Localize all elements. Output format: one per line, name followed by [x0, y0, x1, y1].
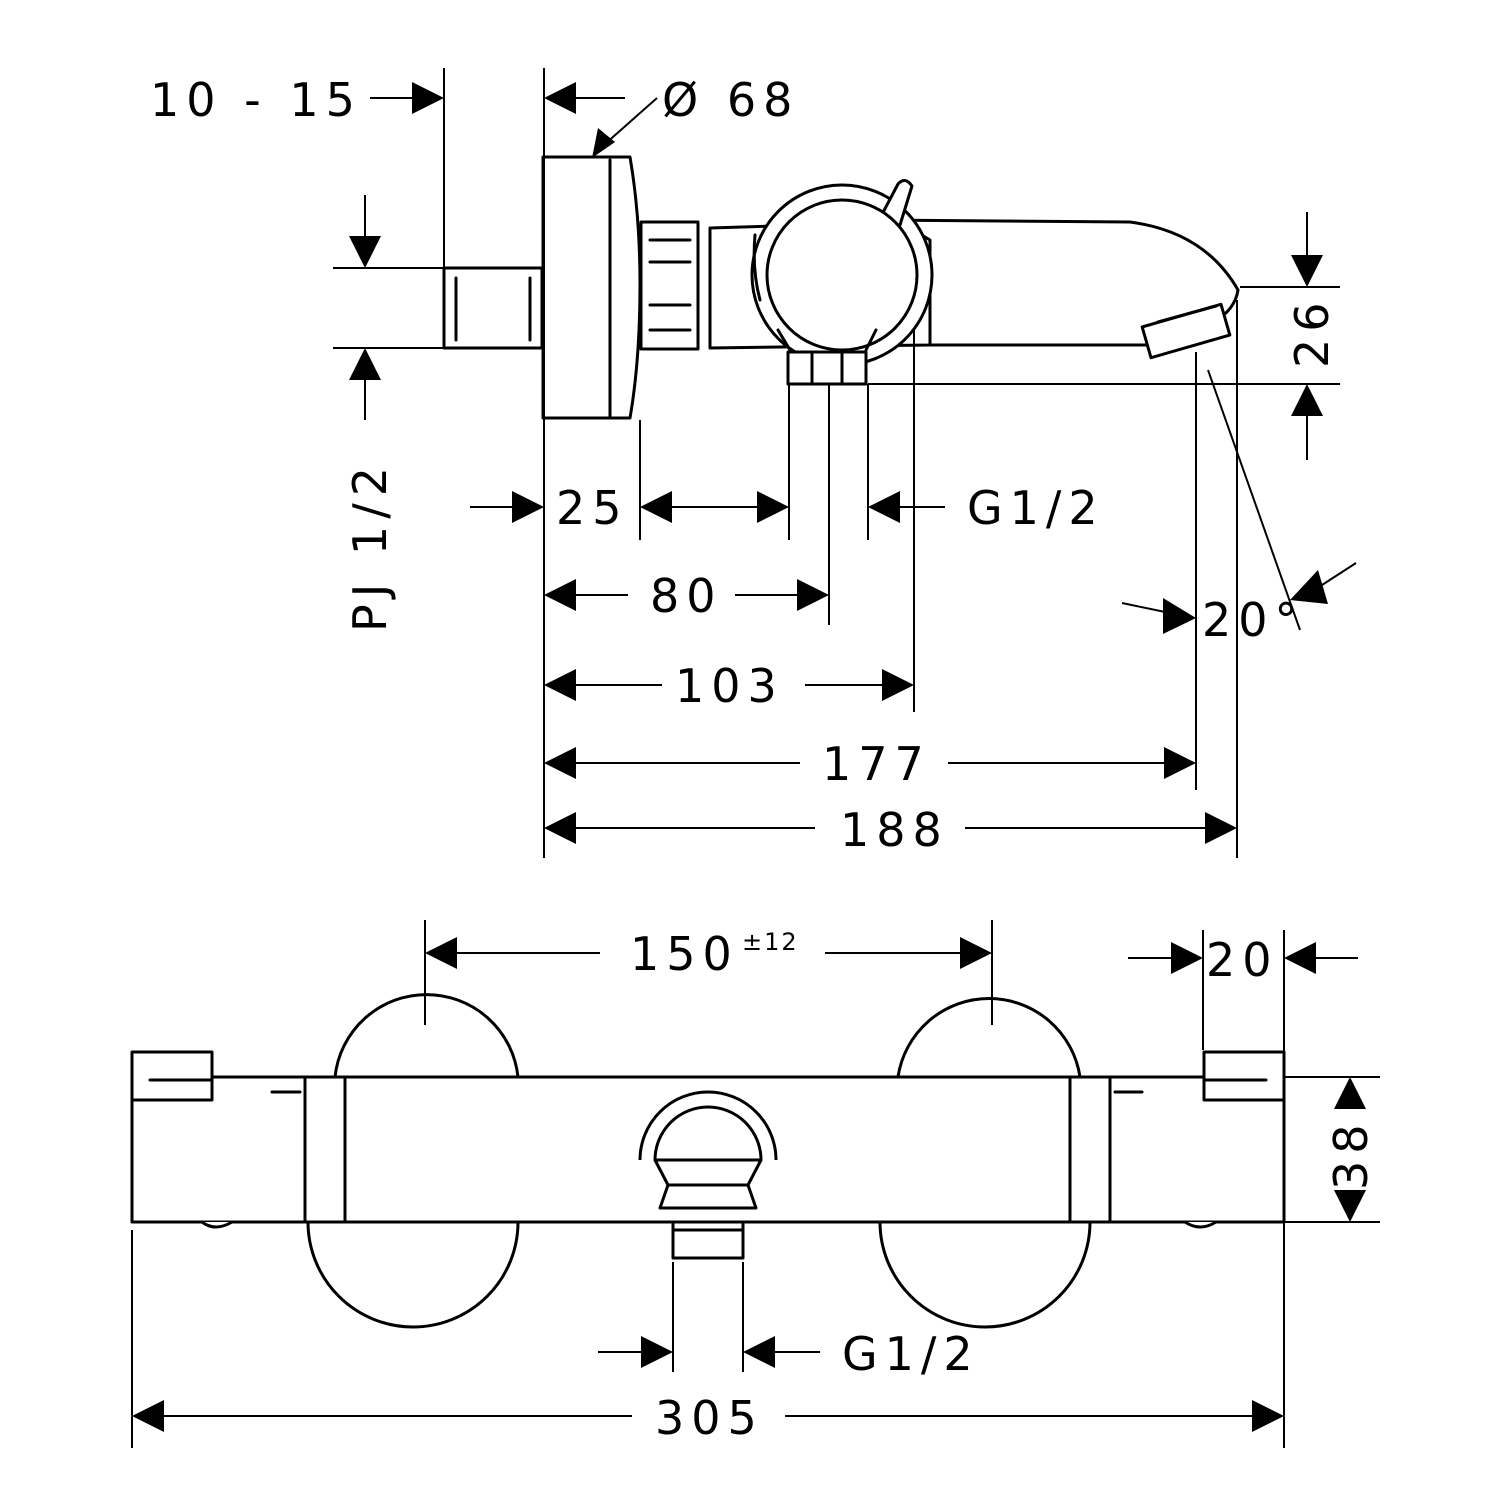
front-view-body — [130, 993, 1286, 1329]
arrow-diameter-leader — [592, 128, 615, 158]
label-angle: 20° — [1202, 593, 1305, 647]
front-outlet — [671, 1228, 745, 1260]
side-view-labels: 10 - 15 Ø 68 PJ 1/2 25 G1/2 80 103 177 1… — [150, 73, 1339, 857]
label-20: 20 — [1206, 933, 1279, 987]
label-38: 38 — [1324, 1117, 1378, 1190]
label-thread-g-side: G1/2 — [967, 481, 1105, 535]
arrow-188-left — [544, 812, 576, 844]
hex-nut — [639, 220, 700, 351]
arrow-wall-depth — [412, 82, 444, 114]
spout-neck — [653, 1158, 763, 1187]
spout-ring — [638, 1090, 778, 1161]
arrow-pj-bottom — [349, 348, 381, 380]
left-escutcheon-top — [333, 993, 520, 1079]
right-escutcheon-bottom — [878, 1220, 1092, 1329]
arrow-150-right — [960, 937, 992, 969]
left-end-cap — [130, 1050, 214, 1102]
arrow-g-side — [868, 491, 900, 523]
label-26: 26 — [1285, 295, 1339, 368]
arrow-nut-right — [757, 491, 789, 523]
label-80: 80 — [650, 569, 723, 623]
arrow-305-right — [1252, 1400, 1284, 1432]
right-end-cap — [1202, 1050, 1286, 1102]
escutcheon — [541, 155, 642, 420]
arrow-pj-top — [349, 236, 381, 268]
label-diameter: Ø 68 — [662, 73, 799, 127]
arrow-188-right — [1205, 812, 1237, 844]
front-view-labels: 150 ±12 20 38 G1/2 305 — [630, 927, 1378, 1445]
arrow-38-bottom — [1334, 1190, 1366, 1222]
arrow-103-right — [882, 669, 914, 701]
wall-connector-stub — [442, 266, 544, 350]
left-collar — [303, 1075, 347, 1224]
arrow-20-left — [1171, 942, 1203, 974]
left-foot — [201, 1220, 233, 1229]
arrow-26-top — [1291, 255, 1323, 287]
arrow-angle-left — [1163, 598, 1196, 634]
arrow-80-left — [544, 579, 576, 611]
bottom-outlet — [786, 350, 868, 386]
arrow-150-left — [425, 937, 457, 969]
label-25: 25 — [556, 481, 629, 535]
label-188: 188 — [840, 803, 949, 857]
label-wall-depth: 10 - 15 — [150, 73, 362, 127]
side-view: 10 - 15 Ø 68 PJ 1/2 25 G1/2 80 103 177 1… — [150, 68, 1357, 858]
arrow-g-front-left — [641, 1336, 673, 1368]
label-103: 103 — [675, 659, 784, 713]
side-view-dimensions — [333, 68, 1357, 858]
arrow-diameter — [544, 82, 576, 114]
arrow-25-left — [512, 491, 544, 523]
arrow-26-bottom — [1291, 384, 1323, 416]
arrow-177-left — [544, 747, 576, 779]
arrow-38-top — [1334, 1077, 1366, 1109]
arrow-20-right — [1284, 942, 1316, 974]
label-overall: 305 — [655, 1391, 764, 1445]
label-thread-g-front: G1/2 — [842, 1327, 980, 1381]
spout-mouth — [658, 1183, 758, 1210]
right-collar — [1068, 1075, 1112, 1224]
front-view-dimensions — [131, 920, 1380, 1448]
label-tolerance: ±12 — [742, 928, 799, 956]
right-foot — [1184, 1220, 1217, 1229]
arrow-nut-left — [640, 491, 672, 523]
arrow-80-right — [797, 579, 829, 611]
arrow-angle-right — [1290, 570, 1328, 604]
control-knob — [765, 198, 919, 352]
side-view-body — [442, 155, 1240, 420]
left-escutcheon-bottom — [306, 1220, 520, 1329]
arrow-103-left — [544, 669, 576, 701]
label-177: 177 — [822, 737, 931, 791]
arrow-g-front-right — [743, 1336, 775, 1368]
label-thread-pj: PJ 1/2 — [343, 460, 397, 632]
front-view: 150 ±12 20 38 G1/2 305 — [130, 920, 1380, 1448]
arrow-177-right — [1164, 747, 1196, 779]
right-escutcheon-top — [896, 997, 1082, 1079]
arrow-305-left — [132, 1400, 164, 1432]
label-centers: 150 — [630, 927, 739, 981]
